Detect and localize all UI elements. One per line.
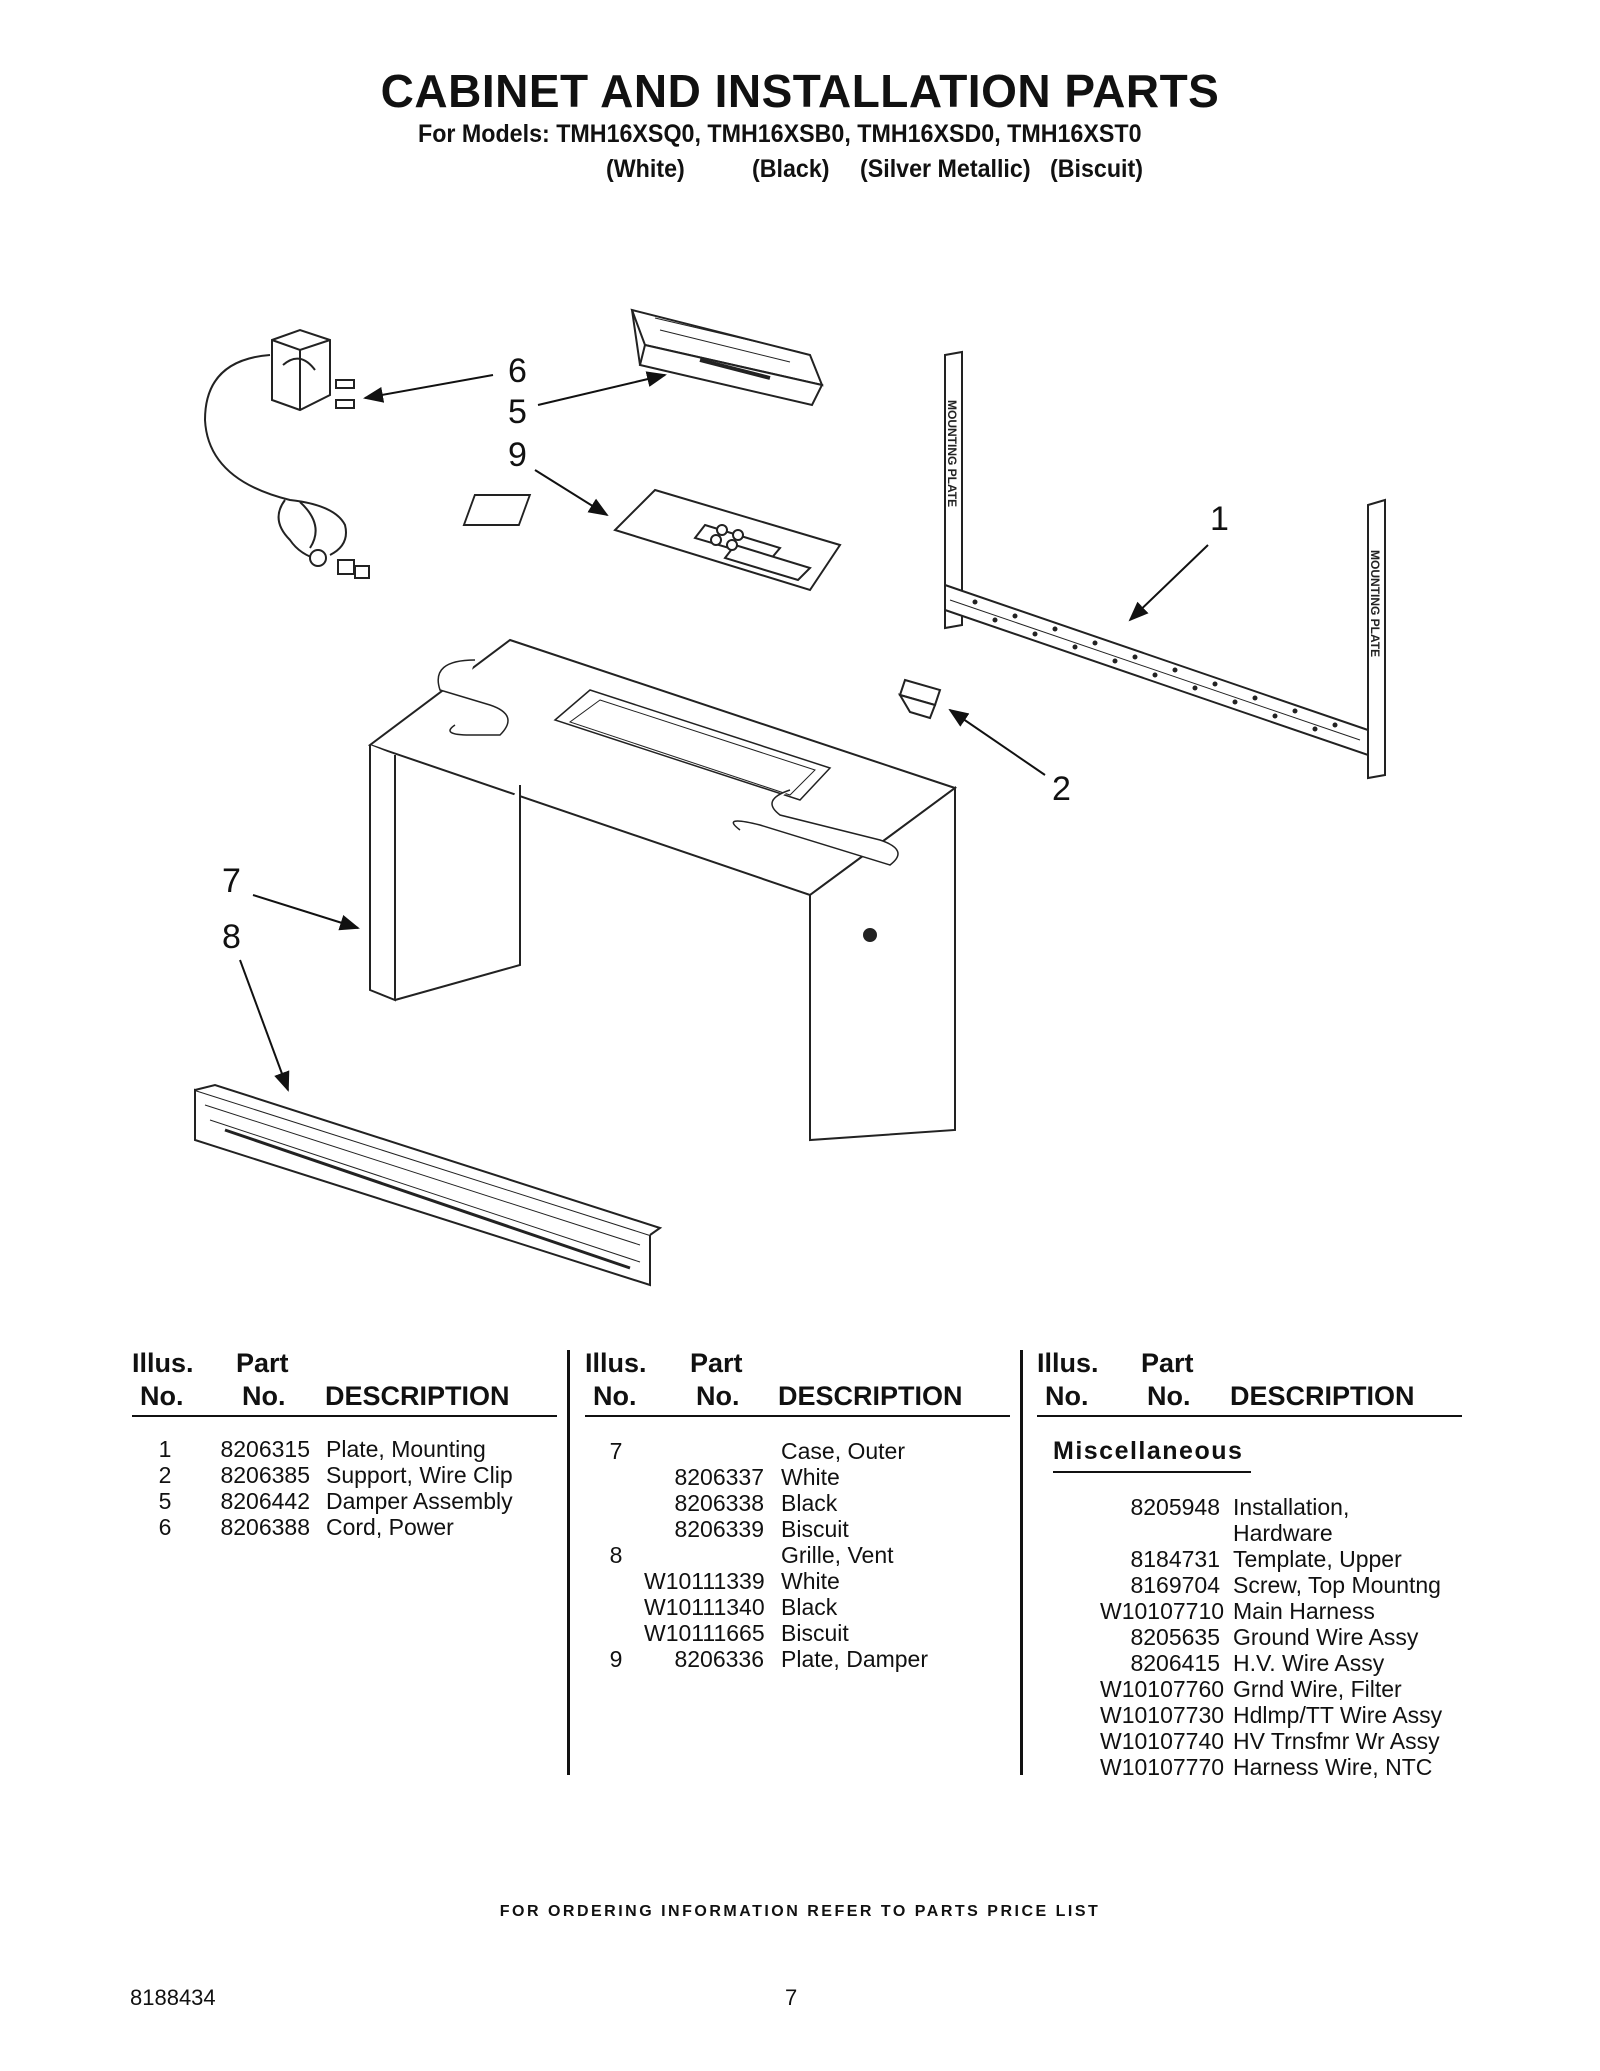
column-divider-2	[1020, 1350, 1023, 1775]
col1-head-no-illus: No.	[140, 1381, 184, 1411]
col2-head-desc: DESCRIPTION	[778, 1381, 963, 1411]
col2-head-illus: Illus.	[585, 1348, 647, 1378]
callout-5: 5	[508, 393, 527, 431]
col1-head-desc: DESCRIPTION	[325, 1381, 510, 1411]
column-divider-1	[567, 1350, 570, 1775]
callout-7: 7	[222, 862, 241, 900]
color-white: (White)	[606, 155, 685, 183]
mounting-plate-part: MOUNTING PLATE MOUNTING PLATE	[944, 350, 1386, 780]
col1-head-illus: Illus.	[132, 1348, 194, 1378]
color-silver-metallic: (Silver Metallic)	[860, 155, 1031, 183]
col2-header-rule	[585, 1415, 1010, 1417]
col3-head-part: Part	[1141, 1348, 1194, 1378]
document-number: 8188434	[130, 1985, 216, 2010]
callout-2: 2	[1052, 770, 1071, 808]
col1-header-rule	[132, 1415, 557, 1417]
col2-head-no-illus: No.	[593, 1381, 637, 1411]
plate-text-right: MOUNTING PLATE	[1368, 550, 1382, 657]
callout-9: 9	[508, 436, 527, 474]
callout-8: 8	[222, 918, 241, 956]
col1-head-part: Part	[236, 1348, 289, 1378]
col2-head-no-part: No.	[696, 1381, 740, 1411]
models-line: For Models: TMH16XSQ0, TMH16XSB0, TMH16X…	[418, 120, 1142, 148]
col3-head-desc: DESCRIPTION	[1230, 1381, 1415, 1411]
wire-clip-support-part	[897, 678, 942, 720]
col2-head-part: Part	[690, 1348, 743, 1378]
col1-head-no-part: No.	[242, 1381, 286, 1411]
outer-case-part	[367, 638, 958, 1142]
callout-1: 1	[1210, 500, 1229, 538]
damper-plate-part	[462, 488, 842, 592]
col3-head-no-illus: No.	[1045, 1381, 1089, 1411]
plate-text-left: MOUNTING PLATE	[945, 400, 959, 507]
color-biscuit: (Biscuit)	[1050, 155, 1143, 183]
damper-assembly-part	[630, 308, 824, 407]
callout-6: 6	[508, 352, 527, 390]
exploded-parts-diagram: MOUNTING PLATE MOUNTING PLATE	[194, 308, 1386, 1287]
color-black: (Black)	[752, 155, 830, 183]
col3-header-rule	[1037, 1415, 1462, 1417]
col3-head-no-part: No.	[1147, 1381, 1191, 1411]
page-number: 7	[785, 1985, 798, 2010]
ordering-note: FOR ORDERING INFORMATION REFER TO PARTS …	[499, 1903, 1101, 1920]
col3-head-illus: Illus.	[1037, 1348, 1099, 1378]
vent-grille-part	[194, 1083, 663, 1287]
miscellaneous-heading: Miscellaneous	[1053, 1437, 1244, 1465]
miscellaneous-underline	[1053, 1471, 1251, 1473]
power-cord-part	[203, 328, 370, 579]
page-title: CABINET AND INSTALLATION PARTS	[380, 65, 1220, 117]
